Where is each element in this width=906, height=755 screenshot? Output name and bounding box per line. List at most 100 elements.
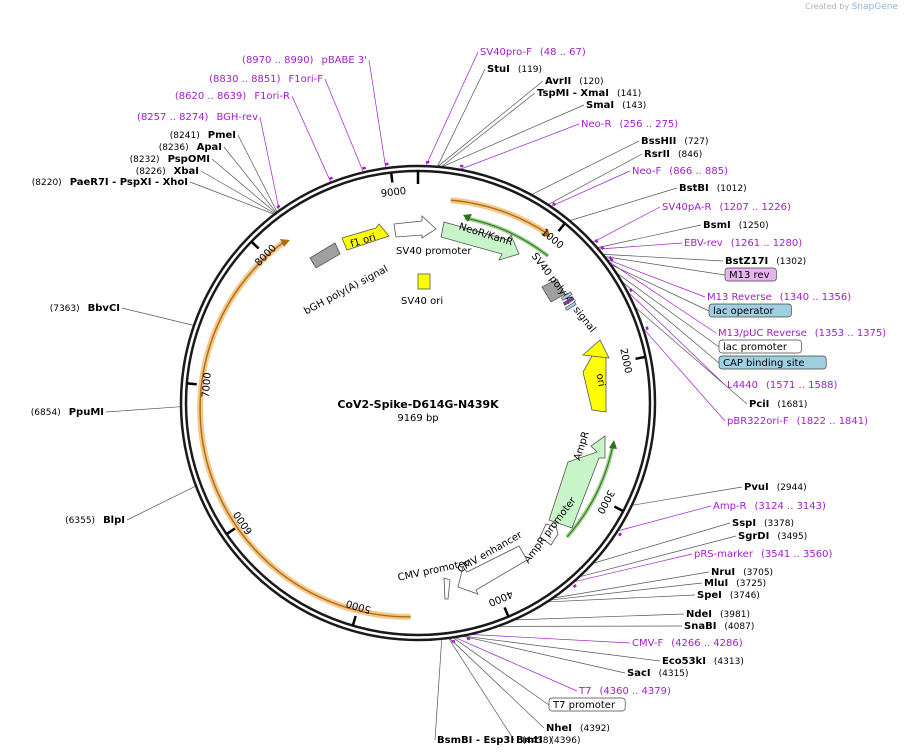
leader-line <box>546 594 696 603</box>
site-position: (3981) <box>720 610 750 620</box>
site-label: EBV-rev(1261 .. 1280) <box>684 238 802 249</box>
enzyme-name: MluI <box>704 578 728 589</box>
site-label: BssHII(727) <box>641 136 709 147</box>
site-label: NruI(3705) <box>711 567 773 578</box>
leader-line <box>459 123 580 170</box>
leader-line <box>223 146 277 214</box>
leader-line <box>631 486 743 506</box>
site-position: (3746) <box>730 591 760 601</box>
site-label: BmtI(4396) <box>516 735 580 746</box>
site-position: (3541 .. 3560) <box>761 549 833 560</box>
enzyme-name: SgrDI <box>738 531 769 542</box>
site-position: (866 .. 885) <box>669 166 728 177</box>
primer-name: BGH-rev <box>216 112 258 123</box>
leader-line <box>573 553 693 583</box>
site-position: (6355) <box>65 516 95 526</box>
site-label: PvuI(2944) <box>744 482 807 493</box>
leader-line <box>602 253 724 262</box>
leader-line <box>368 59 387 169</box>
primer-tick <box>572 584 577 589</box>
site-label: NheI (4392) <box>546 723 610 734</box>
feature-label-text: T7 promoter <box>552 700 616 711</box>
ori-arrow-head <box>582 339 610 359</box>
primer-name: F1ori-R <box>254 91 290 102</box>
leader-line <box>615 272 720 348</box>
site-label: SacI(4315) <box>627 668 689 679</box>
site-position: (4087) <box>724 622 754 632</box>
leader-line <box>634 306 748 405</box>
site-labels: StuI(119)AvrII(120)TspMI - XmaI(141)SmaI… <box>31 47 886 746</box>
site-label: SspI(3378) <box>732 518 794 529</box>
leader-line <box>592 522 731 564</box>
site-position: (1302) <box>776 257 806 267</box>
enzyme-name: SspI <box>732 518 756 529</box>
scale-tick-label: 4000 <box>487 588 515 608</box>
leader-line <box>550 170 631 207</box>
site-label: (8236)ApaI <box>159 142 222 153</box>
enzyme-name: PpuMI <box>69 407 104 418</box>
ampr-promoter-arrow <box>539 523 559 546</box>
site-position: (4392) <box>580 724 610 734</box>
site-label: (6355)BlpI <box>65 515 125 526</box>
leader-line <box>105 406 182 413</box>
enzyme-name: BsmBI - Esp3I <box>437 735 514 746</box>
site-position: (1681) <box>777 400 807 410</box>
leader-line <box>121 307 195 326</box>
feature-label-text: M13 rev <box>729 270 770 281</box>
leader-line <box>200 170 276 215</box>
site-label: L4440(1571 .. 1588) <box>727 380 838 391</box>
site-label: NdeI(3981) <box>686 609 750 620</box>
site-label: (8241) PmeI <box>170 130 236 141</box>
backbone-outer <box>179 164 657 642</box>
plasmid-name: CoV2-Spike-D614G-N439K <box>337 398 499 411</box>
feature-label-text: lac operator <box>713 306 774 317</box>
enzyme-name: SpeI <box>697 590 722 601</box>
site-position: (1250) <box>739 221 769 231</box>
green-arcs <box>463 214 617 539</box>
site-label: (8830 .. 8851)F1ori-F <box>209 74 323 85</box>
leader-line <box>211 158 277 214</box>
leader-line <box>425 51 479 167</box>
leader-line <box>606 258 706 298</box>
enzyme-name: PspOMI <box>168 154 210 165</box>
primer-tick <box>594 239 599 244</box>
enzyme-name: NheI <box>546 723 572 734</box>
primer-name: Amp-R <box>713 501 747 512</box>
leader-line <box>531 140 640 196</box>
credit-brand: SnapGene <box>851 2 898 12</box>
lac-feature-stripe-1 <box>560 291 573 301</box>
site-label: AvrII(120) <box>545 76 603 87</box>
site-label: M13 Reverse(1340 .. 1356) <box>707 292 851 303</box>
primer-name: F1ori-F <box>289 74 324 85</box>
site-label: (8620 .. 8639)F1ori-R <box>175 91 290 102</box>
enzyme-name: PmeI <box>208 130 236 141</box>
feature-label-box <box>548 697 626 712</box>
orange-arcs <box>197 197 550 620</box>
feature-label-box <box>724 267 777 282</box>
primer-tick <box>609 257 614 262</box>
scale-tick-mark <box>250 240 260 250</box>
site-label: MluI(3725) <box>704 578 766 589</box>
primer-name: M13/pUC Reverse <box>718 328 807 339</box>
leader-line <box>604 256 726 276</box>
site-position: (8241) <box>170 131 200 141</box>
site-position: (1261 .. 1280) <box>731 238 803 249</box>
scale-tick-label: 9000 <box>380 186 407 200</box>
site-label: (8257 .. 8274)BGH-rev <box>137 112 258 123</box>
enzyme-name: AvrII <box>545 76 571 87</box>
ori-label: ori <box>594 373 607 388</box>
site-label: pBR322ori-F(1822 .. 1841) <box>727 416 868 427</box>
scale-tick-mark <box>635 355 646 361</box>
primer-name: pBR322ori-F <box>727 416 789 427</box>
site-label: SgrDI(3495) <box>738 531 807 542</box>
primer-tick <box>629 288 633 293</box>
site-label: StuI(119) <box>487 64 542 75</box>
scale-tick-label: 5000 <box>345 597 373 615</box>
leader-line <box>626 290 726 386</box>
site-position: (1571 .. 1588) <box>766 380 838 391</box>
enzyme-name: BsmI <box>703 220 731 231</box>
primer-tick <box>600 245 605 250</box>
leader-line <box>461 635 626 674</box>
lac-feature-stripe-2 <box>562 296 575 306</box>
site-position: (119) <box>518 65 542 75</box>
